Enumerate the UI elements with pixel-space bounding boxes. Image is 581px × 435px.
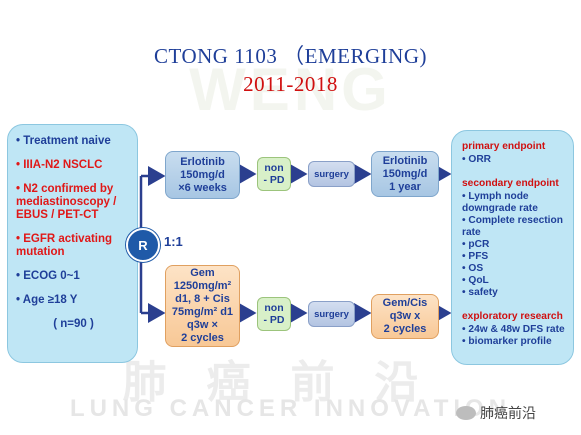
secondary-endpoint-item: • QoL [462,275,489,286]
secondary-endpoint-item: • pCR [462,239,490,250]
slide-subtitle: 2011-2018 [243,72,338,96]
criterion-item: • Treatment naive [16,135,111,147]
watermark-chinese: 肺癌前沿 [122,358,459,407]
arm1-induction-box: Erlotinib 150mg/d ×6 weeks [165,151,240,199]
exploratory-research-item: • biomarker profile [462,336,552,347]
arm2-surgery-box: surgery [308,301,355,327]
arm2-response-line: - PD [263,314,285,326]
arm1-induction-line: 150mg/d [180,168,225,181]
arm2-induction-line: 2 cycles [181,332,224,344]
arm2-induction-line: q3w × [187,319,218,331]
slide-title: CTONG 1103 （EMERGING) [154,44,427,68]
arm1-surgery-box: surgery [308,161,355,187]
arm1-response-line: non [264,162,284,174]
secondary-endpoint-item: • PFS [462,251,489,262]
arm2-induction-line: 75mg/m² d1 [171,306,234,318]
arm1-maintenance-line: 150mg/d [382,167,428,180]
wechat-logo: 肺癌前沿 [456,403,536,423]
arm1-induction-line: ×6 weeks [178,181,227,194]
arm2-adjuvant-line: Gem/Cis [382,297,428,309]
primary-endpoint-title: primary endpoint [462,141,546,152]
arm2-response-line: non [264,302,284,314]
endpoints-box: primary endpoint • ORR secondary endpoin… [451,130,574,365]
arm2-adjuvant-line: q3w x [389,310,421,322]
criterion-item: • IIIA-N2 NSCLC [16,159,103,171]
randomization-ratio: 1:1 [164,234,183,249]
watermark-english: LUNG CANCER INNOVATION [69,395,512,422]
secondary-endpoint-item: • Complete resection rate [462,215,563,238]
sample-size: ( n=90 ) [53,318,94,330]
criterion-item: • Age ≥18 Y [16,294,78,306]
arm1-maintenance-box: Erlotinib 150mg/d 1 year [371,151,439,197]
secondary-endpoint-item: • OS [462,263,484,274]
arm2-induction-line: Gem [190,267,215,279]
criterion-item: • EGFR activating mutation [16,233,113,258]
arm2-adjuvant-line: 2 cycles [383,323,427,335]
criterion-item: • ECOG 0~1 [16,270,80,282]
arm1-induction-line: Erlotinib [180,155,225,168]
randomization-node: R [126,228,160,262]
arm1-response-line: - PD [263,174,285,186]
arm2-response-box: non - PD [257,297,291,331]
secondary-endpoint-item: • safety [462,287,498,298]
exploratory-research-item: • 24w & 48w DFS rate [462,324,565,335]
arm2-induction-box: Gem 1250mg/m² d1, 8 + Cis 75mg/m² d1 q3w… [165,265,240,347]
arm1-maintenance-line: 1 year [389,180,421,193]
secondary-endpoint-title: secondary endpoint [462,178,559,189]
inclusion-criteria-box: • Treatment naive • IIIA-N2 NSCLC • N2 c… [7,124,138,363]
arm2-adjuvant-box: Gem/Cis q3w x 2 cycles [371,294,439,339]
criterion-item: • N2 confirmed by mediastinoscopy / EBUS… [16,183,117,221]
arm1-maintenance-line: Erlotinib [382,154,428,167]
secondary-endpoint-item: • Lymph node downgrade rate [462,191,538,214]
arm2-induction-line: d1, 8 + Cis [175,293,230,305]
arm2-induction-line: 1250mg/m² [173,280,232,292]
primary-endpoint-item: • ORR [462,154,492,165]
logo-text: 肺癌前沿 [480,405,536,421]
arm1-response-box: non - PD [257,157,291,191]
wechat-icon [456,406,476,420]
exploratory-research-title: exploratory research [462,311,563,322]
watermark-top: WENG [189,56,392,123]
